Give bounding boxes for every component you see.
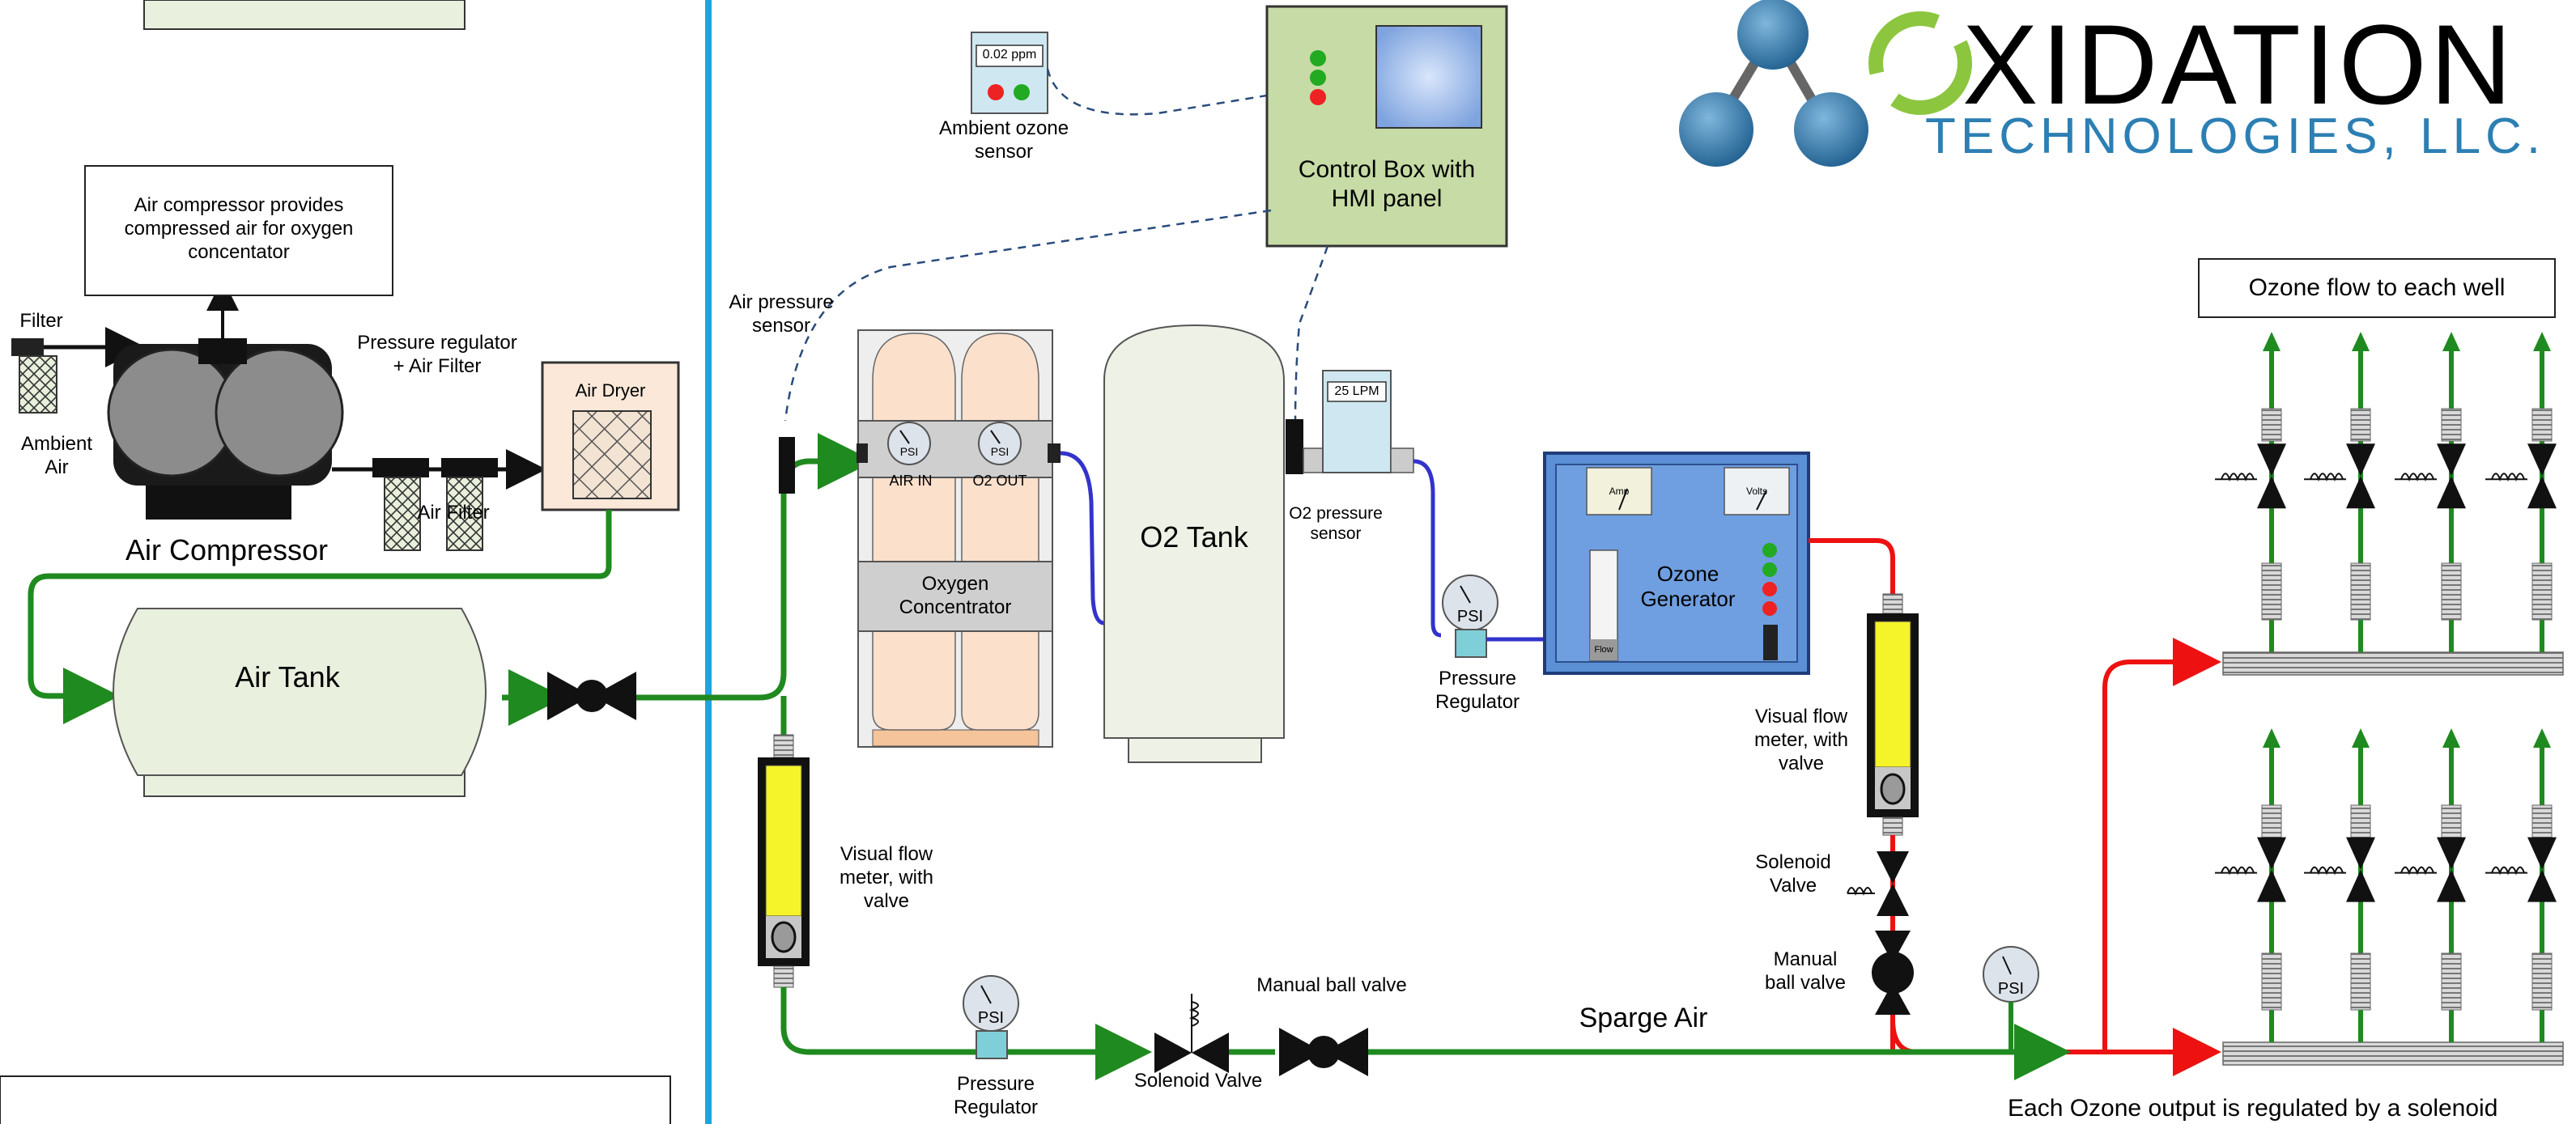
control-box-hmi [1265, 5, 1508, 248]
ambient-ozone-sensor [971, 32, 1048, 114]
sparge-ball-valve-label: Manual ball valve [1256, 974, 1407, 996]
sparge-air-line [780, 987, 1152, 1080]
right-solenoid-label: Solenoid Valve [1755, 851, 1831, 897]
right-flow-meter-label: Visual flow meter, with valve [1753, 706, 1849, 774]
o2-tank [1103, 324, 1285, 763]
air-pressure-sensor [779, 437, 795, 494]
air-filter-label: Air Filter [417, 502, 490, 524]
o2-pressure-regulator-label: Pressure Regulator [1435, 668, 1520, 713]
logo-wordmark: XIDATION [1962, 1, 2515, 128]
ozone-gauge-psi-label: PSI [1997, 980, 2025, 998]
filter-label: Filter [19, 310, 63, 332]
sparge-manual-ball-valve [1279, 1028, 1368, 1076]
sparge-regulator-psi-label: PSI [977, 1009, 1005, 1027]
sparge-air-label: Sparge Air [1579, 1003, 1708, 1033]
outlet-ball-valve [547, 672, 636, 720]
o2-pressure-sensor-label: O2 pressure sensor [1289, 504, 1383, 544]
o2-pressure-regulator [1442, 575, 1545, 658]
intake-filter [11, 327, 146, 414]
air-in-psi-label: PSI [899, 445, 919, 458]
compressor-note-label: Air compressor provides compressed air f… [124, 194, 354, 263]
air-flow-meter [758, 696, 810, 988]
air-compressor [107, 278, 344, 520]
ozone-manifold-top [2222, 651, 2564, 676]
company-logo [1679, 0, 1972, 167]
well-outlet-2-4 [2485, 728, 2557, 1042]
sparge-pressure-regulator [963, 975, 1019, 1059]
well-outlet-1-1 [2215, 332, 2286, 652]
o2-regulator-psi-label: PSI [1456, 608, 1484, 626]
ozone-generator-label: Ozone Generator [1640, 562, 1736, 612]
ozone-reading: 0.02 ppm [982, 48, 1037, 62]
ozone-flow-meter [1867, 593, 1919, 836]
ambient-air-label: Ambient Air [20, 433, 93, 478]
air-tank-label: Air Tank [235, 660, 340, 693]
left-flow-meter-label: Visual flow meter, with valve [839, 843, 934, 912]
ozone-flow-box [2198, 258, 2556, 318]
o2-flow-sensor [1286, 370, 1414, 474]
flow-label: Flow [1594, 645, 1613, 655]
well-outlet-1-2 [2304, 332, 2375, 652]
compressor-note-box [84, 165, 393, 296]
flow-reading: 25 LPM [1334, 384, 1379, 398]
control-box-label: Control Box with HMI panel [1298, 156, 1476, 212]
ozone-manifold-bottom [2222, 1041, 2564, 1066]
well-outlet-2-1 [2215, 728, 2286, 1042]
regulator-air-filter [332, 449, 546, 551]
logo-subtitle: TECHNOLOGIES, LLC. [1925, 108, 2546, 164]
oxygen-concentrator [857, 329, 1061, 748]
o2-out-label: O2 OUT [972, 473, 1027, 489]
right-ball-valve-label: Manual ball valve [1764, 948, 1847, 994]
well-outlet-1-4 [2485, 332, 2557, 652]
sparge-solenoid-label: Solenoid Valve [1133, 1070, 1263, 1092]
pressure-regulator-label: Pressure regulator + Air Filter [357, 332, 517, 377]
well-outlet-1-3 [2395, 332, 2466, 652]
ozone-pressure-gauge [1983, 946, 2039, 1052]
amp-label: Amp [1609, 486, 1630, 497]
volts-label: Volts [1745, 486, 1767, 497]
o2-tank-label: O2 Tank [1140, 520, 1248, 554]
ozone-output-note: Each Ozone output is regulated by a sole… [2008, 1095, 2498, 1122]
sparge-solenoid-valve [1154, 994, 1229, 1073]
air-in-label: AIR IN [889, 473, 933, 489]
air-line-to-tank [28, 510, 612, 724]
air-dryer [541, 361, 680, 511]
air-tank [113, 0, 487, 797]
o2-out-psi-label: PSI [990, 445, 1010, 458]
ambient-ozone-label: Ambient ozone sensor [938, 117, 1069, 163]
ozone-flow-each-well-label: Ozone flow to each well [2248, 274, 2506, 301]
well-outlet-2-2 [2304, 728, 2375, 1042]
ozone-generator [1543, 452, 1810, 675]
legend-box [0, 1075, 671, 1124]
well-outlet-2-3 [2395, 728, 2466, 1042]
ozone-solenoid-valve [1847, 835, 1914, 1052]
well-outlets [2215, 332, 2557, 1042]
oxygen-concentrator-label: Oxygen Concentrator [899, 573, 1012, 618]
air-pressure-sensor-label: Air pressure sensor [729, 291, 834, 337]
sparge-regulator-label: Pressure Regulator [953, 1073, 1039, 1118]
air-compressor-label: Air Compressor [125, 533, 329, 566]
air-dryer-label: Air Dryer [575, 380, 646, 401]
